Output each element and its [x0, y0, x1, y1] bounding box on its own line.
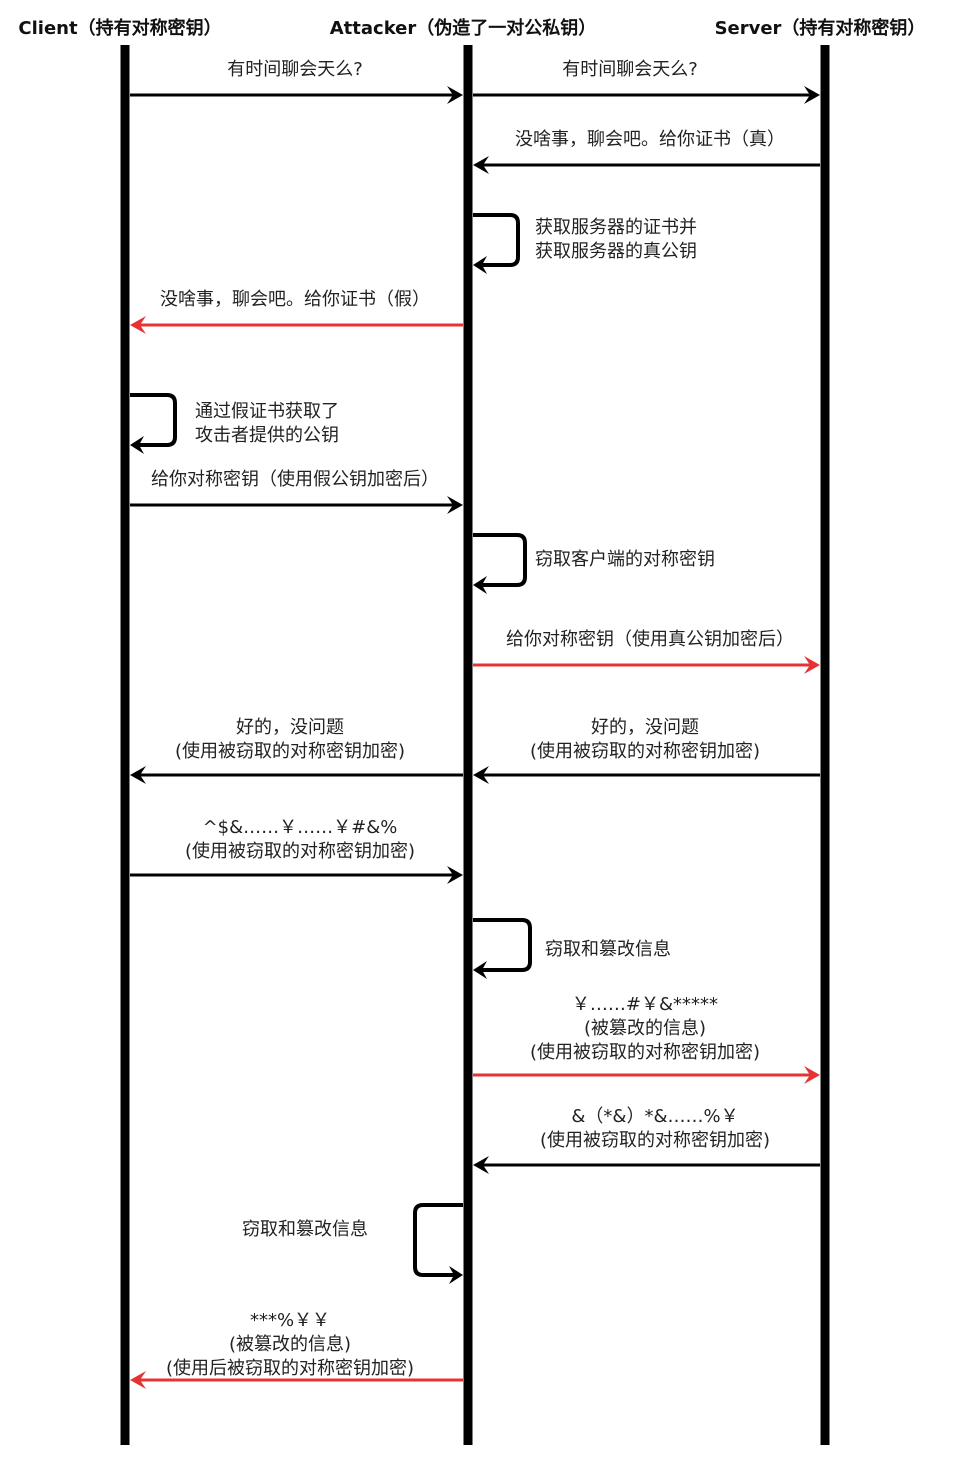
- message-label-line: ***%￥￥: [249, 1310, 331, 1331]
- self-message-loop: [473, 533, 527, 587]
- message-label-line: (使用被窃取的对称密钥加密): [174, 741, 406, 762]
- message-label: 窃取和篡改信息: [242, 1218, 368, 1242]
- message-label: 窃取和篡改信息: [545, 938, 671, 962]
- arrowhead-icon: [473, 766, 489, 784]
- message-label-line: (使用被窃取的对称密钥加密): [529, 741, 761, 762]
- message-label-line: 攻击者提供的公钥: [195, 425, 339, 446]
- participant-attacker: Attacker（伪造了一对公私钥）: [329, 18, 597, 39]
- message-label: ***%￥￥ (被篡改的信息) (使用后被窃取的对称密钥加密): [166, 1309, 414, 1381]
- message-label-line: ￥……#￥&*****: [571, 994, 719, 1015]
- message-label: &（*&）*&……%￥ (使用被窃取的对称密钥加密): [540, 1105, 770, 1153]
- arrowhead-icon: [130, 436, 144, 454]
- arrowhead-icon: [447, 496, 463, 514]
- message-label-line: 有时间聊会天么?: [227, 59, 363, 80]
- message-label: 获取服务器的证书并获取服务器的真公钥: [535, 216, 697, 264]
- message-label: 有时间聊会天么?: [227, 58, 363, 82]
- message-label: 没啥事，聊会吧。给你证书（真）: [515, 128, 785, 152]
- message-label-line: 获取服务器的证书并: [535, 217, 697, 238]
- message-label-line: 给你对称密钥（使用真公钥加密后）: [506, 629, 794, 650]
- message-label: 没啥事，聊会吧。给你证书（假）: [160, 288, 430, 312]
- message-label: 给你对称密钥（使用假公钥加密后）: [151, 468, 439, 492]
- message-label-line: 好的，没问题: [235, 717, 344, 738]
- message-label-line: 没啥事，聊会吧。给你证书（真）: [515, 129, 785, 150]
- message-label-line: (被篡改的信息): [583, 1018, 707, 1039]
- arrowhead-icon: [473, 961, 487, 979]
- message-label: 窃取客户端的对称密钥: [535, 548, 715, 572]
- lifeline-server: [820, 45, 830, 1445]
- message-label-line: (使用被窃取的对称密钥加密): [529, 1042, 761, 1063]
- message-label: ￥……#￥&***** (被篡改的信息) (使用被窃取的对称密钥加密): [530, 993, 760, 1065]
- message-label-line: 没啥事，聊会吧。给你证书（假）: [160, 289, 430, 310]
- arrowhead-icon: [473, 156, 489, 174]
- lifeline-client: [120, 45, 130, 1445]
- message-label-line: &（*&）*&……%￥: [571, 1106, 739, 1127]
- arrowhead-icon: [804, 1066, 820, 1084]
- message-label: 好的，没问题 (使用被窃取的对称密钥加密): [530, 716, 760, 764]
- message-label-line: 窃取和篡改信息: [545, 939, 671, 960]
- arrowhead-icon: [447, 866, 463, 884]
- arrowhead-icon: [447, 86, 463, 104]
- arrowhead-icon: [130, 316, 146, 334]
- message-label: 有时间聊会天么?: [562, 58, 698, 82]
- message-label: 好的，没问题 (使用被窃取的对称密钥加密): [175, 716, 405, 764]
- self-message-loop: [413, 1203, 463, 1277]
- arrowhead-icon: [473, 1156, 489, 1174]
- participant-server: Server（持有对称密钥）: [714, 18, 926, 39]
- message-label-line: 通过假证书获取了: [195, 401, 339, 422]
- message-label-line: 窃取和篡改信息: [242, 1219, 368, 1240]
- message-label-line: 好的，没问题: [590, 717, 699, 738]
- arrowhead-icon: [130, 1371, 146, 1389]
- message-label-line: (被篡改的信息): [228, 1334, 352, 1355]
- message-label-line: (使用后被窃取的对称密钥加密): [165, 1358, 415, 1379]
- message-label-line: (使用被窃取的对称密钥加密): [539, 1130, 771, 1151]
- message-label: ^$&……￥……￥#&% (使用被窃取的对称密钥加密): [185, 816, 415, 864]
- message-label-line: 窃取客户端的对称密钥: [535, 549, 715, 570]
- self-message-loop: [473, 213, 520, 267]
- arrowhead-icon: [804, 656, 820, 674]
- arrowhead-icon: [473, 576, 487, 594]
- message-label-line: (使用被窃取的对称密钥加密): [184, 841, 416, 862]
- message-label: 给你对称密钥（使用真公钥加密后）: [506, 628, 794, 652]
- self-message-loop: [473, 918, 532, 972]
- arrowhead-icon: [449, 1266, 463, 1284]
- arrowhead-icon: [473, 256, 487, 274]
- message-label-line: 给你对称密钥（使用假公钥加密后）: [151, 469, 439, 490]
- arrowhead-icon: [804, 86, 820, 104]
- message-label-line: 有时间聊会天么?: [562, 59, 698, 80]
- self-message-loop: [130, 393, 177, 447]
- participant-client: Client（持有对称密钥）: [18, 18, 222, 39]
- message-label: 通过假证书获取了攻击者提供的公钥: [195, 400, 339, 448]
- message-label-line: 获取服务器的真公钥: [535, 241, 697, 262]
- message-label-line: ^$&……￥……￥#&%: [202, 817, 398, 838]
- arrowhead-icon: [130, 766, 146, 784]
- lifeline-attacker: [463, 45, 473, 1445]
